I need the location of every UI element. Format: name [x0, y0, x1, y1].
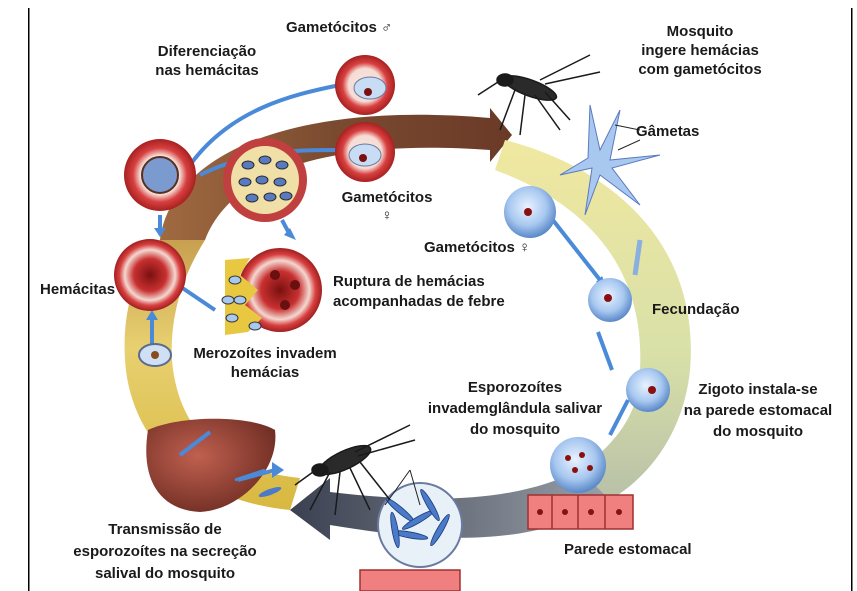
- frame-right: [851, 8, 853, 591]
- frame-left: [28, 8, 30, 591]
- label-merozoites-line2: hemácias: [180, 363, 350, 382]
- oocyst-cell: [550, 437, 606, 493]
- label-fecundacao: Fecundação: [652, 300, 740, 319]
- rbc-hemacita: [114, 239, 186, 311]
- label-esporozoites-line1: Esporozoítes: [405, 378, 625, 397]
- label-mosquito-line1: Mosquito: [630, 22, 770, 41]
- label-transmissao-line2: esporozoítes na secreção: [40, 542, 290, 561]
- label-zigoto-line1: Zigoto instala-se: [668, 380, 848, 399]
- label-zigoto-line3: do mosquito: [668, 422, 848, 441]
- label-diferenciacao-line1: Diferenciação: [142, 42, 272, 61]
- gland-wall: [360, 570, 460, 591]
- label-gametocitos-male: Gametócitos ♂: [286, 18, 392, 37]
- label-diferenciacao-line2: nas hemácitas: [142, 61, 272, 80]
- label-mosquito-line3: com gametócitos: [630, 60, 770, 79]
- label-zigoto-line2: na parede estomacal: [668, 401, 848, 420]
- label-mosquito-line2: ingere hemácias: [630, 41, 770, 60]
- label-esporozoites-line3: do mosquito: [405, 420, 625, 439]
- label-merozoites-line1: Merozoítes invadem: [180, 344, 350, 363]
- label-gametocitos-female-right: Gametócitos ♀: [424, 238, 530, 257]
- label-ruptura-line2: acompanhadas de febre: [333, 292, 505, 311]
- label-hemacitas: Hemácitas: [40, 280, 115, 299]
- salivary-gland: [378, 483, 462, 567]
- label-parede-estomacal: Parede estomacal: [564, 540, 692, 559]
- label-ruptura-line1: Ruptura de hemácias: [333, 272, 485, 291]
- label-female-symbol-top: ♀: [332, 206, 442, 225]
- label-transmissao-line3: salival do mosquito: [40, 564, 290, 583]
- label-gametas: Gâmetas: [636, 122, 699, 141]
- label-transmissao-line1: Transmissão de: [40, 520, 290, 539]
- stomach-wall-cells: [528, 495, 633, 529]
- label-gametocitos-female-top: Gametócitos: [332, 188, 442, 207]
- label-esporozoites-line2: invademglândula salivar: [405, 399, 625, 418]
